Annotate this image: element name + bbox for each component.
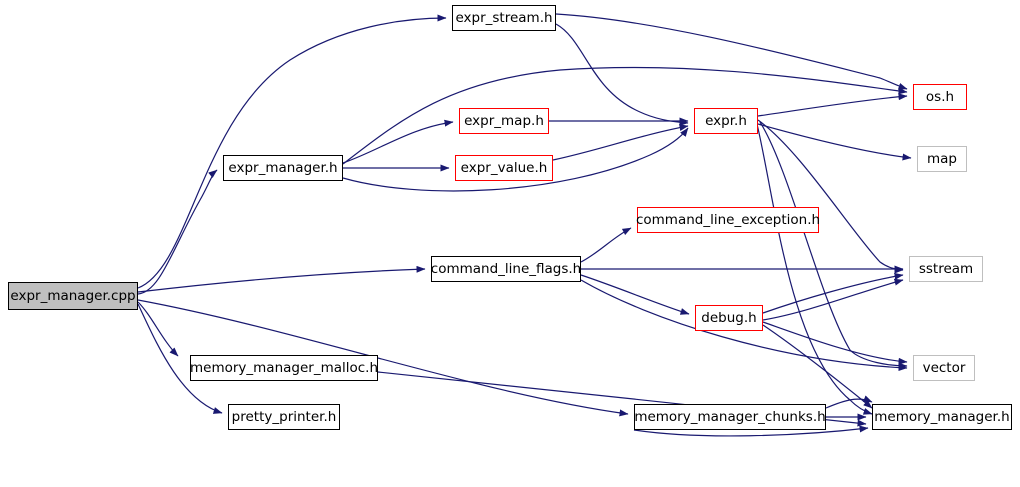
graph-edge (762, 324, 873, 409)
graph-node-command-line-exception-h[interactable]: command_line_exception.h (635, 207, 821, 233)
graph-edge (137, 301, 179, 357)
graph-edge (580, 279, 908, 372)
graph-node-label: expr_map.h (464, 113, 544, 129)
graph-node-label: memory_manager.h (874, 409, 1010, 425)
graph-node-label: os.h (925, 89, 955, 105)
graph-edge (342, 119, 454, 164)
graph-edge (555, 13, 908, 90)
graph-node-expr-manager-cpp[interactable]: expr_manager.cpp (8, 282, 138, 310)
graph-node-memory-manager-chunks-h[interactable]: memory_manager_chunks.h (634, 404, 826, 430)
graph-edge (762, 272, 904, 314)
graph-node-label: memory_manager_malloc.h (189, 360, 379, 376)
graph-edge (137, 299, 629, 417)
graph-node-command-line-flags-h[interactable]: command_line_flags.h (431, 256, 581, 282)
graph-node-expr-h[interactable]: expr.h (694, 108, 758, 134)
graph-edge (759, 121, 908, 370)
graph-edge (137, 169, 218, 295)
graph-node-label: command_line_exception.h (635, 212, 821, 228)
graph-edge (762, 321, 908, 365)
graph-node-label: pretty_printer.h (231, 409, 337, 425)
graph-node-label: command_line_flags.h (430, 261, 582, 277)
graph-node-label: expr.h (705, 113, 747, 129)
graph-node-pretty-printer-h[interactable]: pretty_printer.h (228, 404, 340, 430)
graph-edge (555, 23, 689, 126)
graph-edge (342, 127, 689, 192)
graph-edge (762, 278, 904, 321)
graph-node-sstream[interactable]: sstream (909, 256, 983, 282)
graph-node-memory-manager-h[interactable]: memory_manager.h (872, 404, 1012, 430)
graph-node-label: expr_manager.h (228, 160, 338, 176)
graph-edge (137, 14, 447, 289)
graph-node-label: expr_stream.h (455, 10, 553, 26)
graph-node-label: map (927, 151, 957, 167)
graph-node-expr-manager-h[interactable]: expr_manager.h (223, 155, 343, 181)
graph-edge (580, 227, 632, 263)
graph-node-debug-h[interactable]: debug.h (695, 305, 763, 331)
graph-node-expr-value-h[interactable]: expr_value.h (455, 155, 553, 181)
graph-edge (757, 93, 908, 117)
graph-node-expr-map-h[interactable]: expr_map.h (459, 108, 549, 134)
graph-edge (342, 66, 908, 165)
graph-node-label: sstream (918, 261, 974, 277)
graph-node-map[interactable]: map (917, 146, 967, 172)
graph-node-label: memory_manager_chunks.h (634, 409, 826, 425)
graph-node-label: expr_value.h (460, 160, 548, 176)
graph-node-vector[interactable]: vector (913, 355, 975, 381)
graph-edge (137, 265, 426, 293)
graph-node-os-h[interactable]: os.h (913, 84, 967, 110)
graph-node-label: debug.h (701, 310, 757, 326)
graph-node-label: vector (922, 360, 966, 376)
graph-node-expr-stream-h[interactable]: expr_stream.h (452, 5, 556, 31)
graph-node-label: expr_manager.cpp (10, 288, 136, 304)
graph-edge (825, 395, 873, 409)
graph-edge (633, 425, 869, 437)
graph-edge (757, 123, 912, 161)
graph-node-memory-manager-malloc-h[interactable]: memory_manager_malloc.h (190, 355, 378, 381)
graph-edge (580, 274, 690, 315)
graph-edge (137, 303, 223, 414)
graph-edge (756, 123, 873, 415)
graph-edge (552, 124, 689, 161)
